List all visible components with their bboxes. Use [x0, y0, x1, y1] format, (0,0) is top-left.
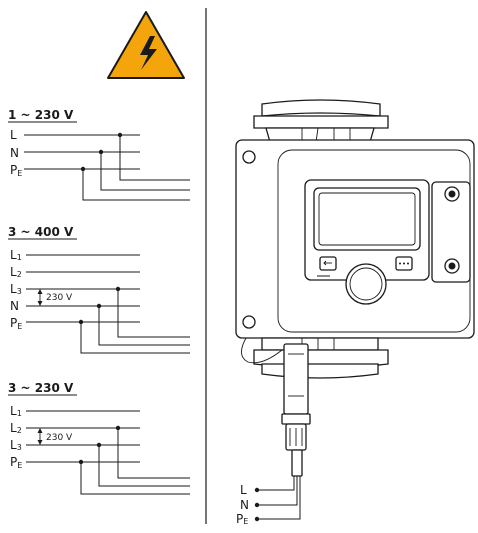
- diagram-heading: 3 ~ 230 V: [8, 381, 74, 395]
- line-label-l: L: [10, 128, 17, 142]
- diagram-3-phase-230v: 3 ~ 230 V L1 L2 L3 PE 230 V: [8, 381, 190, 495]
- diagram-heading: 1 ~ 230 V: [8, 108, 74, 122]
- cable-label-l: L: [240, 483, 247, 497]
- electrical-hazard-warning-icon: [107, 11, 185, 79]
- pump-illustration: [235, 99, 475, 477]
- svg-text:N: N: [10, 299, 19, 313]
- back-button: [319, 256, 337, 271]
- svg-text:L2: L2: [10, 265, 22, 279]
- diagram-3-phase-400v: 3 ~ 400 V L1 L2 L3 N PE 230 V: [8, 225, 190, 354]
- svg-text:PE: PE: [10, 316, 22, 331]
- cable-label-pe: PE: [236, 512, 248, 526]
- svg-text:L2: L2: [10, 421, 22, 435]
- voltage-label: 230 V: [46, 433, 73, 443]
- voltage-label: 230 V: [46, 293, 73, 303]
- svg-text:L1: L1: [10, 248, 22, 262]
- svg-text:L1: L1: [10, 404, 22, 418]
- line-label-n: N: [10, 146, 19, 160]
- diagram-1-phase-230v: 1 ~ 230 V L N PE: [8, 108, 190, 201]
- rotary-knob: [345, 263, 387, 305]
- svg-text:PE: PE: [10, 455, 22, 470]
- svg-text:L3: L3: [10, 438, 22, 452]
- svg-text:L3: L3: [10, 282, 22, 296]
- cable-leads: L N PE: [236, 476, 301, 526]
- cable-label-n: N: [240, 498, 249, 512]
- diagram-heading: 3 ~ 400 V: [8, 225, 74, 239]
- line-label-pe: PE: [10, 163, 22, 178]
